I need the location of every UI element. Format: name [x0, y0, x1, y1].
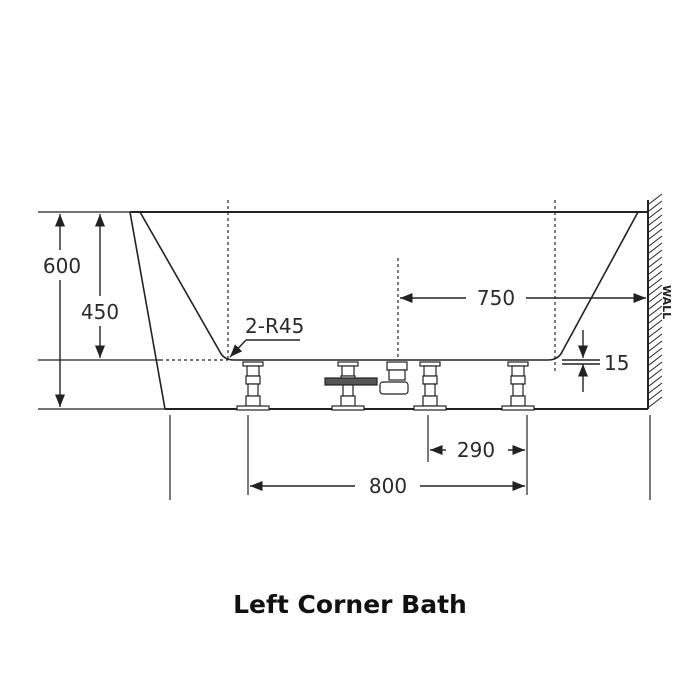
hatch-line [648, 270, 663, 282]
dim-800: 800 [369, 474, 407, 498]
hatch-line [648, 263, 663, 275]
dimension-lines [54, 214, 646, 492]
dim-290: 290 [457, 438, 495, 462]
extension-lines [169, 415, 651, 500]
hatch-line [648, 228, 663, 240]
waste-outlet [324, 361, 409, 395]
hatch-line [648, 277, 663, 289]
hatch-line [648, 214, 663, 226]
dim-radius: 2-R45 [245, 314, 304, 338]
dim-600: 600 [43, 254, 81, 278]
wall-label: WALL [660, 285, 673, 319]
leg [236, 361, 270, 411]
dim-750: 750 [477, 286, 515, 310]
hatch-line [648, 396, 663, 408]
hatch-line [648, 249, 663, 261]
hatch-line [648, 333, 663, 345]
hatch-line [648, 312, 663, 324]
hatch-line [648, 291, 663, 303]
hatch-line [648, 193, 663, 205]
hatch-line [648, 347, 663, 359]
centre-lines [160, 200, 556, 372]
page-title: Left Corner Bath [233, 590, 467, 619]
hatch-line [648, 305, 663, 317]
hatch-line [648, 235, 663, 247]
leg [501, 361, 535, 411]
hatch-line [648, 319, 663, 331]
hatch-line [648, 200, 663, 212]
wall-hatch [648, 193, 663, 408]
hatch-line [648, 242, 663, 254]
leg [331, 361, 365, 411]
leg [413, 361, 447, 411]
hatch-line [648, 221, 663, 233]
hatch-line [648, 256, 663, 268]
hatch-line [648, 375, 663, 387]
dim-15: 15 [604, 351, 629, 375]
hatch-line [648, 368, 663, 380]
hatch-line [648, 326, 663, 338]
hatch-line [648, 354, 663, 366]
hatch-line [648, 361, 663, 373]
hatch-line [648, 382, 663, 394]
hatch-line [648, 284, 663, 296]
dim-450: 450 [81, 300, 119, 324]
hatch-line [648, 389, 663, 401]
hatch-line [648, 207, 663, 219]
hatch-line [648, 340, 663, 352]
hatch-line [648, 298, 663, 310]
